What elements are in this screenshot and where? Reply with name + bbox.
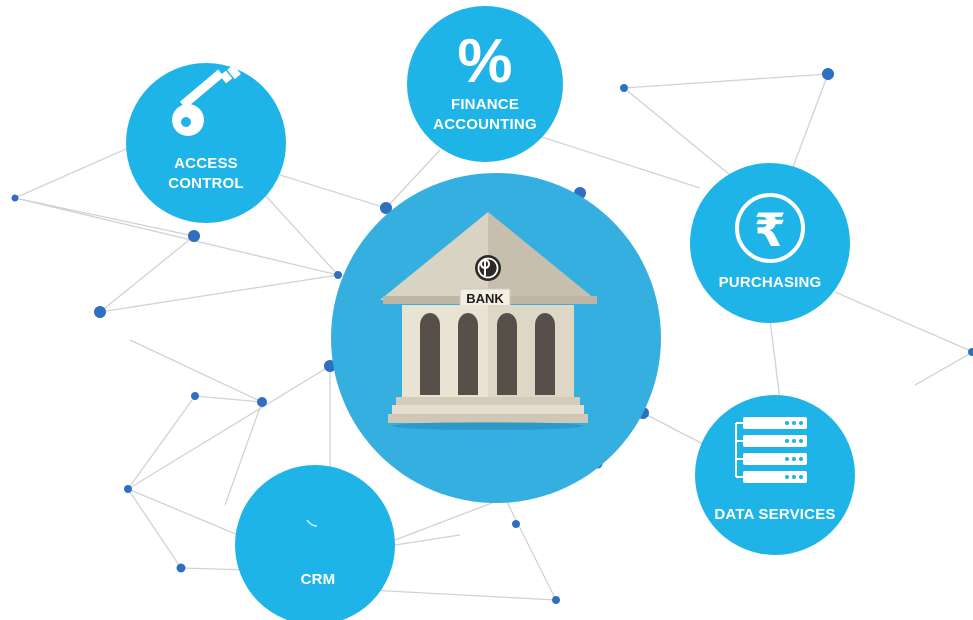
purchasing-node: ₹ PURCHASING [690,163,850,323]
dot [257,397,267,407]
bank-building-icon [380,212,597,430]
link [127,488,251,541]
link [194,395,263,403]
dot [552,596,560,604]
link [224,401,263,506]
data-services-label: DATA SERVICES [714,506,835,523]
link [129,339,263,403]
dot [968,348,973,356]
link [127,365,331,490]
bank-node: BANK [331,173,661,503]
dot [191,392,199,400]
crm-mark-icon [306,519,318,527]
finance-accounting-label-line2: ACCOUNTING [433,116,537,133]
link [14,144,136,199]
rupee-icon: ₹ [735,193,805,263]
link [914,351,973,386]
dot [380,202,392,214]
link [279,174,387,209]
link [14,197,195,237]
bank-label: BANK [466,291,504,306]
link [127,395,196,490]
link [623,73,829,89]
svg-text:₹: ₹ [754,203,786,257]
purchasing-label: PURCHASING [719,274,822,291]
finance-accounting-node: % FINANCE ACCOUNTING [407,6,563,162]
link [789,73,829,176]
key-icon [172,64,241,136]
link [369,589,557,601]
link [642,412,706,446]
connector-dots [11,68,973,604]
link [394,534,461,546]
access-control-label-line1: ACCESS [174,155,238,172]
crm-node: CRM [235,465,395,620]
dot [822,68,834,80]
finance-accounting-circle [407,6,563,162]
link [769,319,781,401]
dot [188,230,200,242]
dot [512,520,520,528]
link [14,197,339,276]
link [519,129,701,189]
data-services-node: DATA SERVICES [695,395,855,555]
connection-lines [14,73,973,601]
dot [334,271,342,279]
purchasing-circle [690,163,850,323]
link [504,497,557,601]
link [127,488,182,569]
link [180,567,251,571]
dot [176,563,186,573]
finance-accounting-label-line1: FINANCE [451,96,519,113]
link [394,497,506,541]
dot [124,485,132,493]
dot [11,194,19,202]
server-icon [735,417,807,483]
access-control-circle [126,63,286,223]
link [264,194,339,276]
link [99,235,195,313]
crm-circle [235,465,395,620]
crm-label: CRM [301,571,336,588]
access-control-label-line2: CONTROL [168,175,244,192]
link [385,149,441,209]
percent-icon: % [457,27,512,96]
dot [620,84,628,92]
access-control-node: ACCESS CONTROL [126,63,286,223]
dot [94,306,106,318]
link [99,274,339,313]
link [834,291,973,353]
link [623,87,731,176]
